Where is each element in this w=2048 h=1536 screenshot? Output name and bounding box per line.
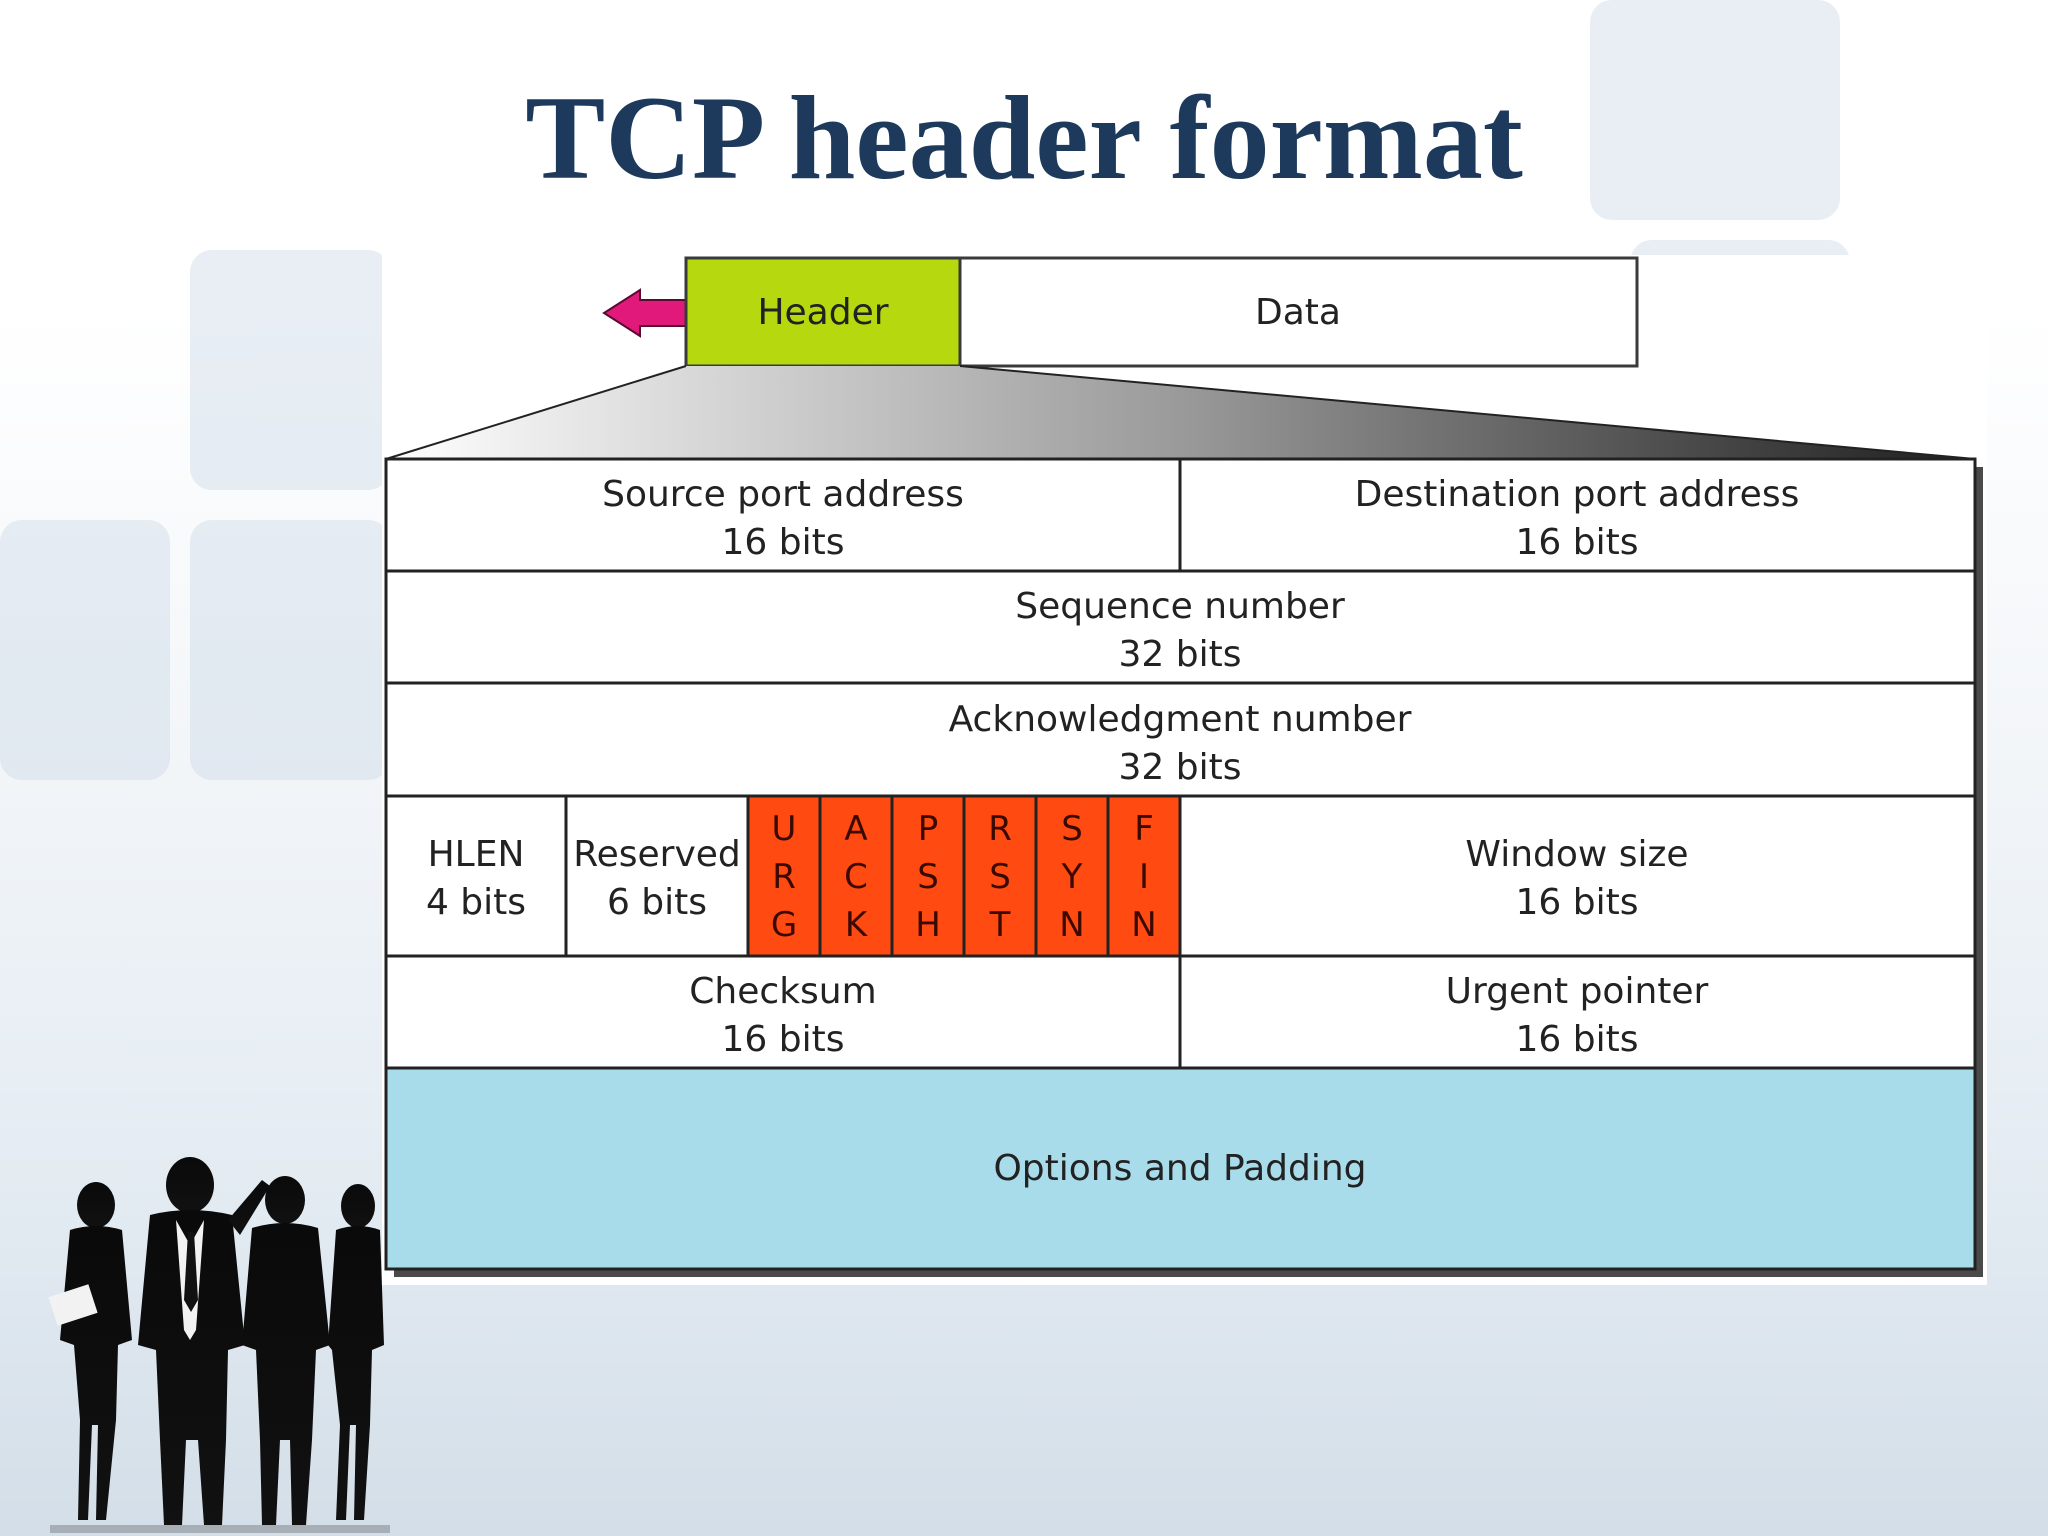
checksum-size: 16 bits bbox=[722, 1019, 845, 1060]
flag-letter: G bbox=[771, 905, 797, 945]
window-size-name: Window size bbox=[1465, 834, 1688, 875]
options-padding-name: Options and Padding bbox=[993, 1148, 1366, 1189]
left-arrow-icon bbox=[602, 288, 687, 338]
destination-port-size: 16 bits bbox=[1516, 522, 1639, 563]
checksum-name: Checksum bbox=[689, 971, 876, 1012]
flag-letter: Y bbox=[1061, 857, 1083, 897]
source-port-size: 16 bits bbox=[722, 522, 845, 563]
flag-cell bbox=[890, 794, 966, 958]
flag-letter: A bbox=[844, 809, 867, 849]
flag-letter: H bbox=[915, 905, 941, 945]
flag-cell bbox=[1034, 794, 1110, 958]
flag-letter: N bbox=[1059, 905, 1084, 945]
flag-letter: I bbox=[1139, 857, 1149, 897]
segment-bar: Header Data bbox=[602, 256, 1639, 368]
segment-data-label: Data bbox=[1255, 292, 1341, 333]
floor-reflection bbox=[50, 1525, 390, 1533]
flag-letter: R bbox=[772, 857, 796, 897]
window-size-cell bbox=[1178, 794, 1977, 958]
checksum-cell bbox=[384, 954, 1182, 1070]
sequence-number-cell bbox=[384, 569, 1977, 685]
flag-letter: F bbox=[1134, 809, 1154, 849]
flag-letter: S bbox=[917, 857, 939, 897]
person-silhouette bbox=[138, 1157, 270, 1525]
window-size-size: 16 bits bbox=[1516, 882, 1639, 923]
urgent-pointer-name: Urgent pointer bbox=[1446, 971, 1709, 1012]
person-silhouette bbox=[48, 1182, 132, 1520]
flag-cell bbox=[1106, 794, 1182, 958]
urgent-pointer-size: 16 bits bbox=[1516, 1019, 1639, 1060]
zoom-edge-right bbox=[959, 365, 1976, 460]
acknowledgment-number-cell bbox=[384, 681, 1977, 798]
acknowledgment-number-size: 32 bits bbox=[1119, 747, 1242, 788]
person-silhouette bbox=[328, 1184, 384, 1520]
person-silhouette bbox=[242, 1176, 330, 1525]
destination-port-cell bbox=[1178, 457, 1977, 573]
flag-letter: C bbox=[844, 857, 868, 897]
background-tile bbox=[1590, 0, 1840, 220]
flag-letter: S bbox=[1061, 809, 1083, 849]
background-tile bbox=[190, 250, 390, 490]
destination-port-name: Destination port address bbox=[1355, 474, 1800, 515]
zoom-edge-left bbox=[385, 365, 687, 460]
options-padding-cell bbox=[384, 1066, 1977, 1271]
hlen-size: 4 bits bbox=[426, 882, 526, 923]
urgent-pointer-cell bbox=[1178, 954, 1977, 1070]
hlen-name: HLEN bbox=[428, 834, 525, 875]
flag-cell bbox=[818, 794, 894, 958]
business-people-silhouette bbox=[48, 1157, 390, 1533]
sequence-number-size: 32 bits bbox=[1119, 634, 1242, 675]
flag-letter: T bbox=[989, 905, 1011, 945]
segment-data-block bbox=[958, 256, 1639, 368]
zoom-expansion-shape bbox=[386, 366, 1975, 459]
reserved-cell bbox=[564, 794, 750, 958]
reserved-name: Reserved bbox=[573, 834, 741, 875]
field-labels: Source port address 16 bits Destination … bbox=[426, 474, 1799, 1189]
flag-letter: U bbox=[772, 809, 797, 849]
hlen-cell bbox=[384, 794, 568, 958]
flag-letter: N bbox=[1131, 905, 1156, 945]
flag-letter: P bbox=[918, 809, 939, 849]
slide-title: TCP header format bbox=[525, 71, 1523, 204]
background-tile bbox=[190, 520, 390, 780]
flag-letter: K bbox=[845, 905, 869, 945]
source-port-name: Source port address bbox=[602, 474, 964, 515]
flag-letter: S bbox=[989, 857, 1011, 897]
flag-letter: R bbox=[988, 809, 1012, 849]
sequence-number-name: Sequence number bbox=[1015, 586, 1345, 627]
background-tile bbox=[0, 520, 170, 780]
segment-header-label: Header bbox=[757, 292, 888, 333]
reserved-size: 6 bits bbox=[607, 882, 707, 923]
acknowledgment-number-name: Acknowledgment number bbox=[949, 699, 1412, 740]
